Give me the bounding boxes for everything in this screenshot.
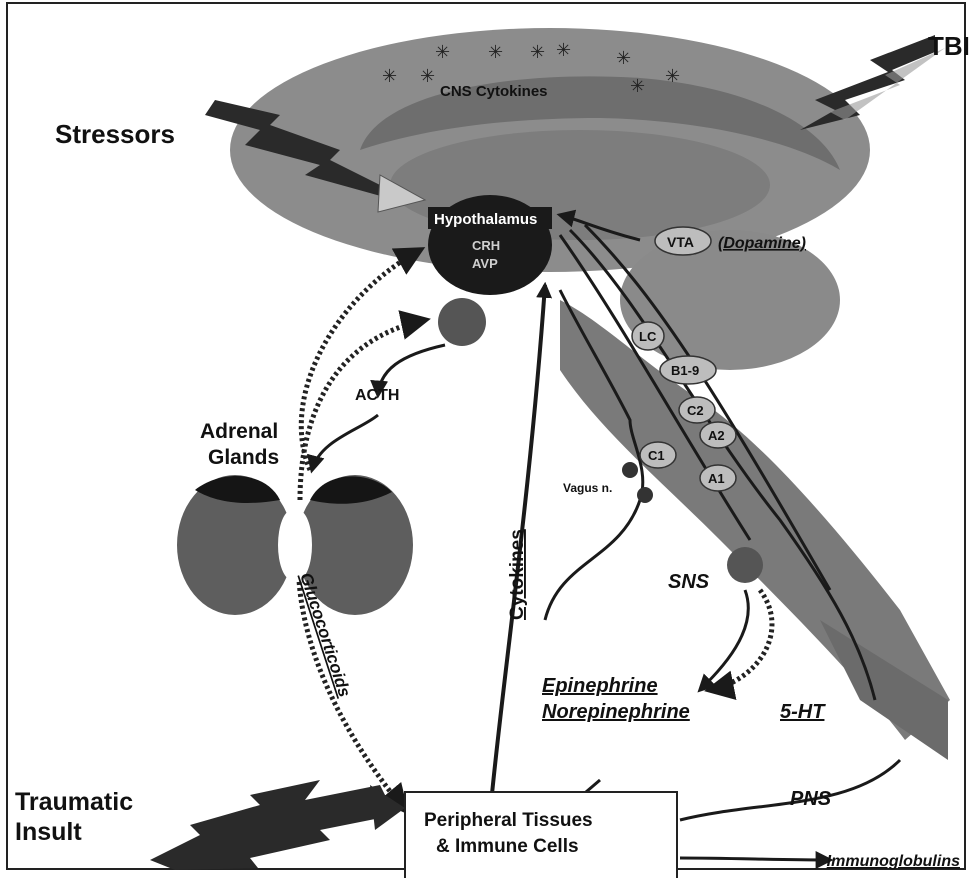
cytokines-label: Cytokines [507,529,528,620]
kidney-right-hilum [284,510,312,580]
norepinephrine-label: Norepinephrine [542,701,690,723]
immunoglobulin-arrow [680,858,830,860]
sns-pathway [700,590,748,690]
a2-label: A2 [708,428,725,443]
tbi-label: TBI [928,31,970,61]
sns-ganglion [727,547,763,583]
avp-label: AVP [472,256,498,271]
5-ht-label: 5-HT [780,701,826,723]
adrenal-glands [177,475,413,615]
traumatic-label-line2: Insult [15,818,82,846]
acth-label: ACTH [355,387,399,404]
star: ✳ [530,42,545,62]
acth-to-adrenal [312,415,378,470]
traumatic-label-line1: Traumatic [15,788,133,816]
adrenal-label-line1: Adrenal [200,420,278,443]
peripheral-label-line1: Peripheral Tissues [424,810,593,831]
star: ✳ [616,48,631,68]
vagus-label: Vagus n. [563,481,612,495]
cns-cytokines-label: CNS Cytokines [440,83,548,100]
c1-label: C1 [648,448,665,463]
star: ✳ [665,66,680,86]
star: ✳ [382,66,397,86]
stressors-label: Stressors [55,119,175,149]
immunoglobulins-label: Immunoglobulins [827,853,960,870]
star: ✳ [630,76,645,96]
peripheral-label-line2: & Immune Cells [436,836,579,857]
vta-label: VTA [667,234,694,250]
star: ✳ [435,42,450,62]
adrenal-label-line2: Glands [208,446,279,469]
b1-9-label: B1-9 [671,363,699,378]
lc-label: LC [639,329,657,344]
dopamine-label: (Dopamine) [718,235,806,252]
crh-label: CRH [472,238,500,253]
peripheral-tissues-box [405,792,677,878]
sns-label: SNS [668,571,710,593]
feedback-to-pituitary [300,320,425,500]
star: ✳ [488,42,503,62]
hypothalamus-label: Hypothalamus [434,211,537,228]
traumatic-bolt [150,780,405,870]
star: ✳ [556,40,571,60]
pns-label: PNS [790,788,832,810]
pituitary [438,298,486,346]
vagus-ganglion [637,487,653,503]
a1-label: A1 [708,471,725,486]
star: ✳ [420,66,435,86]
vagus-ganglion [622,462,638,478]
traumatic-bolt-shape [150,780,395,870]
c2-label: C2 [687,403,704,418]
epinephrine-label: Epinephrine [542,675,658,697]
